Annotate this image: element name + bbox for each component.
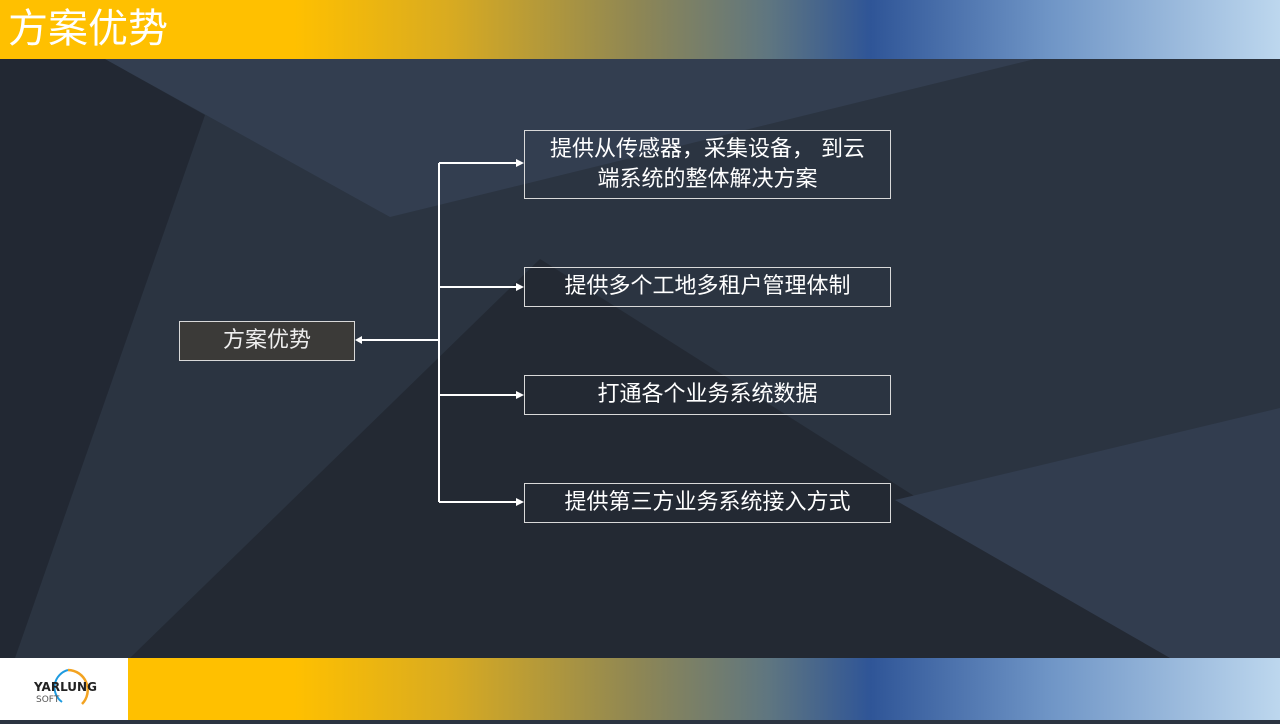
arrow-head	[355, 336, 362, 344]
item-node-3: 打通各个业务系统数据	[524, 375, 891, 415]
background-shapes	[0, 59, 1280, 658]
arrow-head	[516, 391, 524, 399]
logo-text: YARLUNG	[34, 680, 97, 694]
root-label: 方案优势	[222, 328, 311, 353]
logo-subtext: SOFT	[36, 695, 60, 705]
company-logo: YARLUNG SOFT	[0, 658, 128, 720]
logo-swoosh-icon	[53, 668, 89, 705]
item-label: 提供多个工地多租户管理体制	[564, 274, 851, 299]
item-label: 端系统的整体解决方案	[597, 166, 818, 192]
header-bar: 方案优势	[0, 0, 1280, 59]
arrow-head	[516, 283, 524, 291]
item-node-2: 提供多个工地多租户管理体制	[524, 267, 891, 307]
item-label: 提供从传感器，采集设备， 到云	[550, 136, 865, 162]
arrow-head	[516, 498, 524, 506]
page-title: 方案优势	[8, 6, 168, 52]
item-label: 提供第三方业务系统接入方式	[564, 490, 851, 515]
arrow-head	[516, 159, 524, 167]
item-label: 打通各个业务系统数据	[597, 382, 818, 407]
item-node-1: 提供从传感器，采集设备， 到云 端系统的整体解决方案	[524, 130, 891, 199]
item-node-4: 提供第三方业务系统接入方式	[524, 483, 891, 523]
footer-bar	[0, 658, 1280, 720]
root-node: 方案优势	[179, 321, 355, 361]
